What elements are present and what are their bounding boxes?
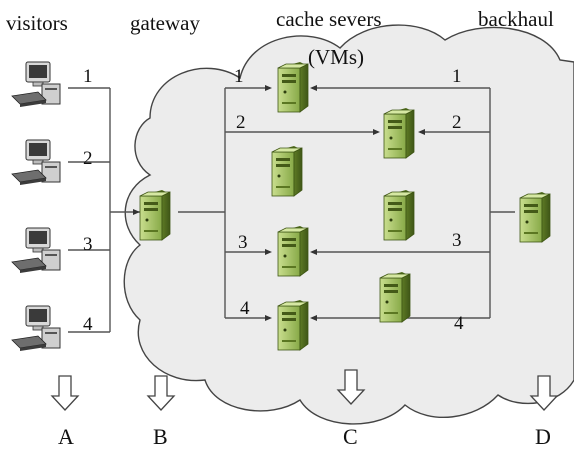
server-tower-icon xyxy=(277,299,309,351)
path-number-right: 2 xyxy=(452,112,462,133)
server-tower-icon xyxy=(271,145,303,197)
path-number-left: 3 xyxy=(238,232,248,253)
label-c: C xyxy=(343,424,358,449)
header-cache-vms: (VMs) xyxy=(308,45,364,69)
header-cache-servers: cache severs xyxy=(276,7,382,31)
down-arrow-icon xyxy=(147,375,175,411)
path-number-left: 2 xyxy=(236,112,246,133)
path-number-left: 4 xyxy=(240,298,250,319)
header-gateway: gateway xyxy=(130,11,200,35)
server-tower-icon xyxy=(383,107,415,159)
server-tower-icon xyxy=(277,61,309,113)
backhaul-server-icon xyxy=(519,191,551,243)
header-backhaul: backhaul xyxy=(478,7,554,31)
gateway-server-icon xyxy=(139,189,171,241)
path-number-right: 4 xyxy=(454,313,464,334)
header-visitors: visitors xyxy=(6,11,68,35)
visitor-number: 3 xyxy=(83,234,93,255)
desktop-computer-icon xyxy=(11,227,61,274)
path-number-right: 3 xyxy=(452,230,462,251)
desktop-computer-icon xyxy=(11,139,61,186)
server-tower-icon xyxy=(383,189,415,241)
label-a: A xyxy=(58,424,74,449)
visitor-number: 1 xyxy=(83,66,93,87)
label-d: D xyxy=(535,424,551,449)
desktop-computer-icon xyxy=(11,61,61,108)
gateway-wires xyxy=(178,85,380,321)
server-tower-icon xyxy=(379,271,411,323)
server-tower-icon xyxy=(277,225,309,277)
visitor-number: 2 xyxy=(83,148,93,169)
down-arrow-icon xyxy=(51,375,79,411)
path-number-left: 1 xyxy=(234,66,244,87)
path-number-right: 1 xyxy=(452,66,462,87)
desktop-computer-icon xyxy=(11,305,61,352)
visitor-wires xyxy=(68,87,140,333)
cloud-shape xyxy=(123,24,574,425)
label-b: B xyxy=(153,424,168,449)
visitor-number: 4 xyxy=(83,314,93,335)
